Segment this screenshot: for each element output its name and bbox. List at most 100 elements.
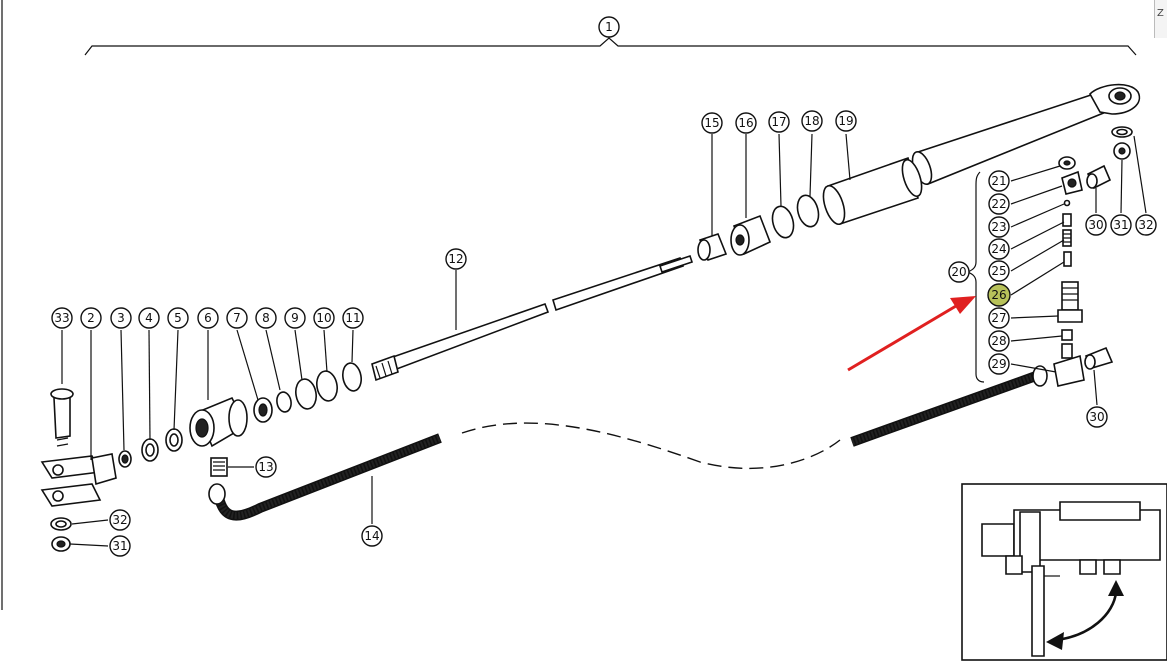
callout-32-right: 32 xyxy=(1135,214,1157,236)
callout-17: 17 xyxy=(768,111,790,133)
valve-body-27 xyxy=(1057,281,1083,323)
svg-text:7: 7 xyxy=(233,311,241,325)
o-ring-11 xyxy=(342,362,362,392)
callout-19: 19 xyxy=(835,110,857,132)
o-ring-18 xyxy=(796,194,820,228)
svg-text:1: 1 xyxy=(605,20,613,34)
callout-1: 1 xyxy=(598,16,620,38)
svg-text:26: 26 xyxy=(991,288,1006,302)
callout-31-left: 31 xyxy=(109,535,131,557)
nipple-25 xyxy=(1062,229,1072,247)
callout-14: 14 xyxy=(361,525,383,547)
callout-20: 20 xyxy=(948,261,970,283)
callout-6: 6 xyxy=(197,307,219,329)
callout-31-right: 31 xyxy=(1110,214,1132,236)
callout-23: 23 xyxy=(988,216,1010,238)
svg-text:18: 18 xyxy=(804,114,819,128)
nut-31-left xyxy=(51,536,71,552)
callout-25: 25 xyxy=(988,260,1010,282)
callout-30-lower: 30 xyxy=(1086,406,1108,428)
svg-text:33: 33 xyxy=(54,311,69,325)
svg-text:30: 30 xyxy=(1089,410,1104,424)
callout-3: 3 xyxy=(110,307,132,329)
svg-text:14: 14 xyxy=(364,529,379,543)
washer-32-right xyxy=(1111,126,1133,138)
svg-text:2: 2 xyxy=(87,311,95,325)
cylinder-barrel xyxy=(911,83,1141,186)
callout-30-upper: 30 xyxy=(1085,214,1107,236)
svg-text:15: 15 xyxy=(704,116,719,130)
svg-text:29: 29 xyxy=(991,357,1006,371)
svg-text:28: 28 xyxy=(991,334,1006,348)
svg-text:31: 31 xyxy=(112,539,127,553)
svg-text:20: 20 xyxy=(951,265,966,279)
fitting-30-upper xyxy=(1086,164,1112,190)
svg-text:31: 31 xyxy=(1113,218,1128,232)
callout-11: 11 xyxy=(342,307,364,329)
callout-28: 28 xyxy=(988,330,1010,352)
svg-text:9: 9 xyxy=(291,311,299,325)
washer-5 xyxy=(165,428,183,452)
callout-26-highlighted: 26 xyxy=(987,283,1011,307)
callout-24: 24 xyxy=(988,238,1010,260)
hose-14 xyxy=(208,365,1048,521)
washer-4 xyxy=(141,438,159,462)
cylinder-sleeve-19 xyxy=(822,156,923,226)
svg-text:32: 32 xyxy=(1138,218,1153,232)
svg-text:25: 25 xyxy=(991,264,1006,278)
callout-10: 10 xyxy=(313,307,335,329)
callout-33: 33 xyxy=(51,307,73,329)
callout-4: 4 xyxy=(138,307,160,329)
leader-lines xyxy=(61,36,1147,547)
svg-text:12: 12 xyxy=(448,252,463,266)
red-pointer-arrow xyxy=(847,296,976,372)
nut-7 xyxy=(253,397,273,423)
nut-3 xyxy=(118,450,132,468)
svg-text:5: 5 xyxy=(174,311,182,325)
callout-27: 27 xyxy=(988,307,1010,329)
callout-29: 29 xyxy=(988,353,1010,375)
svg-text:16: 16 xyxy=(738,116,753,130)
spring-24 xyxy=(1062,213,1072,227)
nut-21 xyxy=(1058,156,1076,170)
fitting-13 xyxy=(210,457,228,477)
svg-text:21: 21 xyxy=(991,174,1006,188)
svg-text:8: 8 xyxy=(262,311,270,325)
callout-12: 12 xyxy=(445,248,467,270)
svg-text:17: 17 xyxy=(771,115,786,129)
svg-text:3: 3 xyxy=(117,311,125,325)
ball-23 xyxy=(1063,199,1071,207)
piston-rod-12 xyxy=(371,254,694,382)
svg-text:23: 23 xyxy=(991,220,1006,234)
piston-16 xyxy=(730,214,772,256)
fitting-30-lower xyxy=(1084,346,1114,370)
callout-5: 5 xyxy=(167,307,189,329)
svg-text:19: 19 xyxy=(838,114,853,128)
o-ring-9 xyxy=(295,378,317,410)
callout-16: 16 xyxy=(735,112,757,134)
o-ring-17 xyxy=(771,205,795,239)
nut-31-right xyxy=(1113,142,1131,160)
svg-text:22: 22 xyxy=(991,197,1006,211)
clevis-2 xyxy=(40,453,117,507)
callout-13: 13 xyxy=(255,456,277,478)
seal-28 xyxy=(1061,329,1073,341)
svg-text:6: 6 xyxy=(204,311,212,325)
pin-33 xyxy=(50,388,74,447)
plug-26 xyxy=(1063,251,1072,267)
inset-detail xyxy=(961,483,1167,661)
bushing-15 xyxy=(697,233,728,261)
svg-text:13: 13 xyxy=(258,460,273,474)
o-ring-10 xyxy=(316,370,338,402)
svg-text:11: 11 xyxy=(345,311,360,325)
svg-text:30: 30 xyxy=(1088,218,1103,232)
tee-29 xyxy=(1053,343,1085,387)
assembly-bracket xyxy=(84,37,1137,56)
svg-text:24: 24 xyxy=(991,242,1006,256)
callout-7: 7 xyxy=(226,307,248,329)
washer-32-left xyxy=(50,517,72,531)
svg-text:4: 4 xyxy=(145,311,153,325)
callout-9: 9 xyxy=(284,307,306,329)
o-ring-8 xyxy=(276,391,292,413)
